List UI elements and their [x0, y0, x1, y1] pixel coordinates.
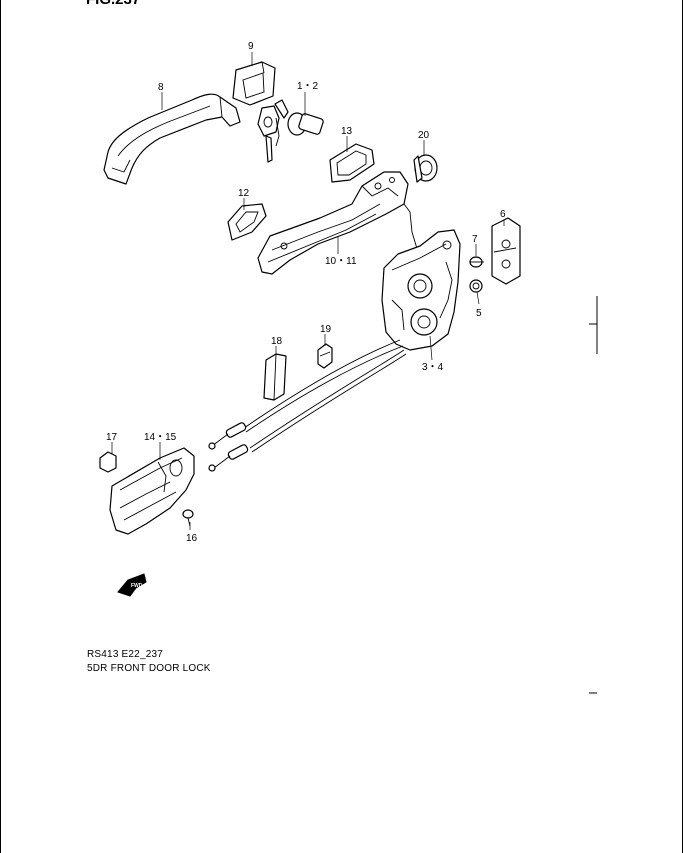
part-5-screw — [469, 279, 483, 293]
callout-5: 5 — [476, 308, 482, 319]
part-20-grommet — [413, 154, 438, 183]
callout-7: 7 — [472, 234, 478, 245]
part-1-2-key-cylinder — [257, 99, 324, 163]
part-7-screw — [469, 256, 484, 268]
callout-9: 9 — [248, 41, 254, 52]
diagram-caption: 5DR FRONT DOOR LOCK — [87, 663, 211, 674]
figure-title: FIG.237 — [86, 0, 140, 8]
fwd-label: FWD — [131, 583, 143, 589]
part-6-striker — [491, 217, 521, 285]
part-19-clip — [317, 343, 333, 369]
lock-cables — [208, 339, 407, 472]
callout-18: 18 — [271, 336, 283, 347]
callout-19: 19 — [320, 324, 332, 335]
diagram-code: RS413 E22_237 — [87, 649, 163, 660]
callout-10-11: 10・11 — [325, 256, 357, 267]
part-9-handle-cap — [232, 61, 276, 106]
callout-12: 12 — [238, 188, 250, 199]
part-17-cap — [99, 451, 117, 473]
part-13-gasket — [329, 143, 375, 183]
part-16-screw — [182, 509, 194, 527]
part-3-4-door-lock — [381, 229, 461, 351]
leader-lines — [111, 52, 505, 530]
callout-6: 6 — [500, 209, 506, 220]
callout-16: 16 — [186, 533, 198, 544]
callout-17: 17 — [106, 432, 118, 443]
part-12-bracket — [227, 203, 267, 241]
lock-rod — [403, 203, 419, 253]
callout-3-4: 3・4 — [422, 362, 444, 373]
callout-14-15: 14・15 — [144, 432, 177, 443]
callout-1-2: 1・2 — [297, 81, 319, 92]
callout-8: 8 — [158, 82, 164, 93]
callout-20: 20 — [418, 130, 430, 141]
fwd-direction-arrow: FWD — [117, 573, 147, 597]
part-8-outer-handle — [103, 93, 241, 185]
callout-13: 13 — [341, 126, 353, 137]
part-18-pad — [263, 353, 287, 401]
part-14-15-inside-handle — [109, 447, 195, 535]
